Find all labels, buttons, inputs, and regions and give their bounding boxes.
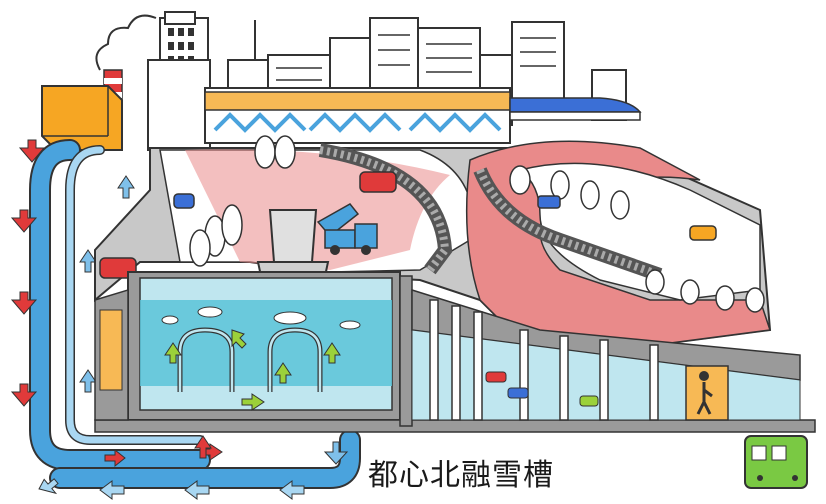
heat-plant [41,85,123,151]
circulation-nozzles [178,328,322,392]
hot-water-pipe [29,139,361,489]
ice-floe [161,306,361,330]
snow-covered-tree-icon [189,135,765,313]
support-pillar [429,299,659,421]
underground-structure [94,275,816,433]
subway-car-icon [744,435,808,489]
car-icon [485,371,599,407]
melting-tank [127,271,401,421]
railway-track [318,143,663,282]
dump-truck-icon [316,203,378,255]
building [164,11,196,25]
flow-arrow-icon [164,329,341,411]
building [147,59,211,151]
station-building [204,87,511,144]
bullet-train-icon [509,97,642,121]
building [511,21,565,103]
diagram-caption: 都心北融雪槽 [368,458,554,493]
pedestrian-icon [696,371,713,415]
flow-arrow-icon [10,139,349,500]
